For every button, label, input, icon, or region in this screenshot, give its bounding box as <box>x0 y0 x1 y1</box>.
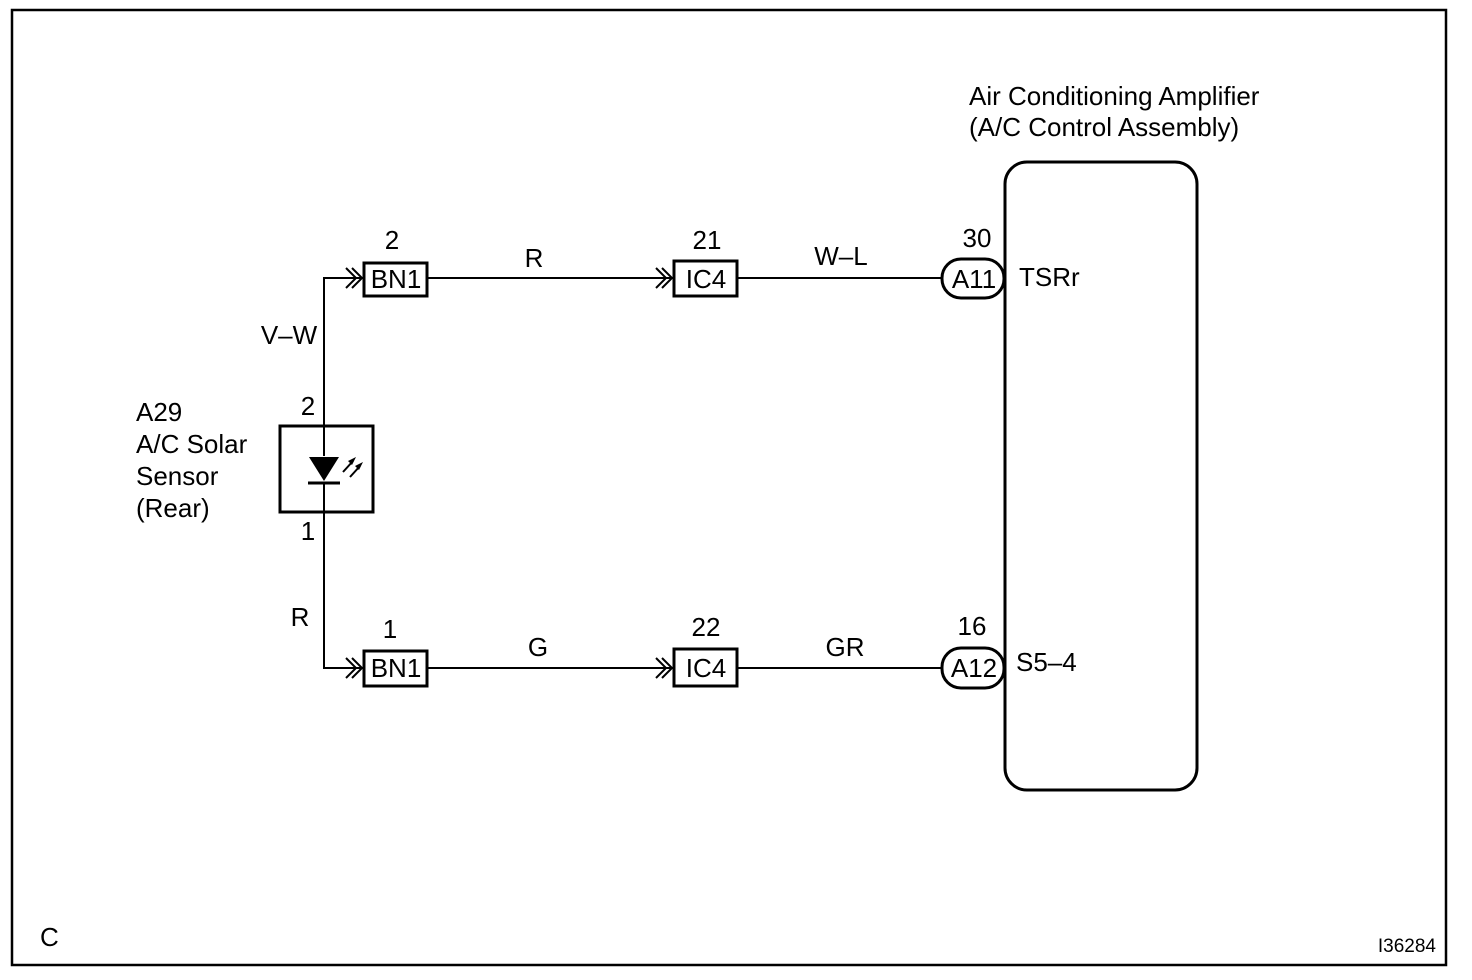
sensor-pin-bottom: 1 <box>301 516 315 546</box>
wire-top-riser <box>323 277 362 426</box>
terminal-a11 <box>940 257 1006 300</box>
sensor-name-line3: (Rear) <box>136 493 210 523</box>
sensor-name-line2: Sensor <box>136 461 219 491</box>
connector-arrow-icon <box>345 657 364 679</box>
sensor-pin-top: 2 <box>301 391 315 421</box>
connector-ic4-top-pin: 21 <box>693 225 722 255</box>
wire-color-bottom-2: GR <box>826 632 865 662</box>
connector-arrow-icon <box>655 657 674 679</box>
terminal-a12-pin: 16 <box>958 611 987 641</box>
connector-bn1-top-label: BN1 <box>371 264 422 294</box>
wire-color-top-1: R <box>525 243 544 273</box>
terminal-a12 <box>940 646 1006 690</box>
corner-label: C <box>40 922 59 952</box>
wire-bottom-riser <box>323 512 362 669</box>
terminal-a11-label: A11 <box>952 264 996 294</box>
connector-ic4-bottom-pin: 22 <box>692 612 721 642</box>
wire-color-top-riser: V–W <box>261 320 318 350</box>
wire-color-top-2: W–L <box>814 241 867 271</box>
connector-arrow-icon <box>655 267 674 289</box>
wire-color-bottom-1: G <box>528 632 548 662</box>
photodiode-icon <box>308 426 363 512</box>
sensor-name-line1: A/C Solar <box>136 429 248 459</box>
figure-id: I36284 <box>1378 936 1437 957</box>
terminal-a11-pin: 30 <box>963 223 992 253</box>
connector-ic4-top-label: IC4 <box>686 264 726 294</box>
amplifier-title-line2: (A/C Control Assembly) <box>969 112 1239 142</box>
amplifier-title-line1: Air Conditioning Amplifier <box>969 81 1260 111</box>
connector-bn1-bottom-pin: 1 <box>383 614 397 644</box>
diagram-frame <box>10 8 1448 967</box>
sensor-code: A29 <box>136 397 182 427</box>
amplifier-box <box>1003 160 1199 792</box>
connector-ic4-bottom-label: IC4 <box>686 653 726 683</box>
connector-arrow-icon <box>345 267 364 289</box>
wire-color-bottom-riser: R <box>291 602 310 632</box>
signal-s5-4: S5–4 <box>1016 647 1077 677</box>
connector-bn1-top-pin: 2 <box>385 225 399 255</box>
signal-tsrr: TSRr <box>1019 262 1080 292</box>
connector-bn1-bottom-label: BN1 <box>371 653 422 683</box>
terminal-a12-label: A12 <box>951 653 997 683</box>
connector-bn1-top <box>362 261 429 298</box>
